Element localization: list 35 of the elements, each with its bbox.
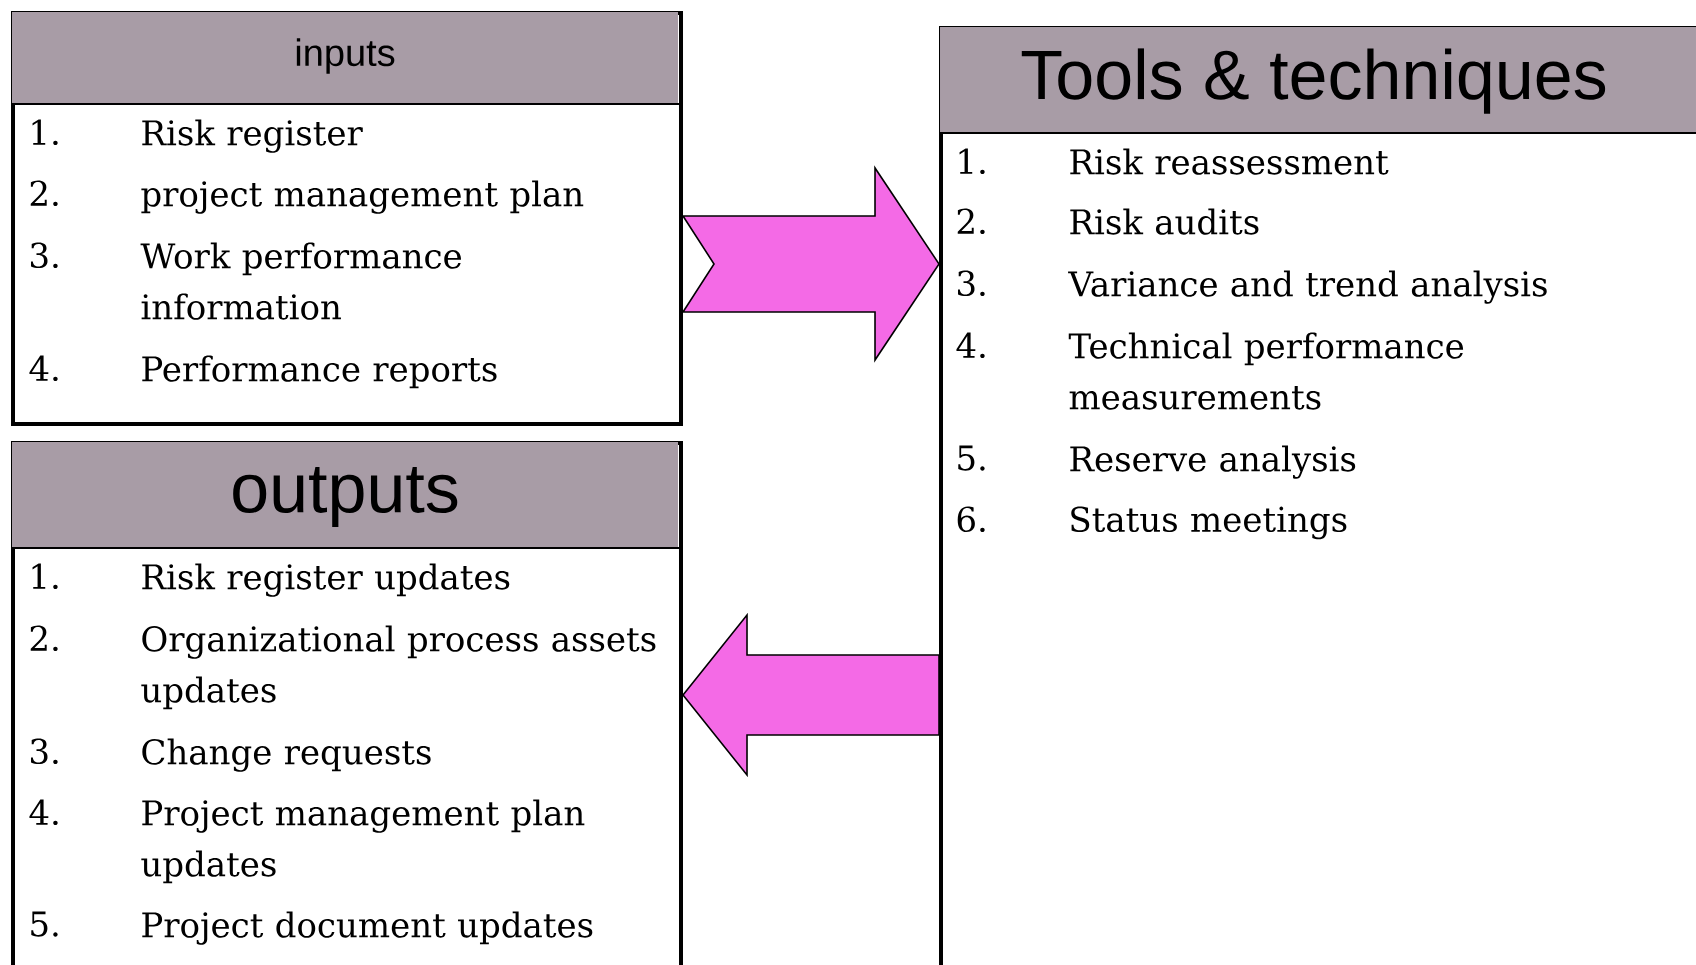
block-arrow [682,612,940,778]
header-band: inputs [10,12,680,105]
list-number: 2. [30,625,58,652]
list-item: Risk register [142,119,363,153]
list-number: 4. [956,332,985,359]
list-number: 4. [29,355,58,382]
list-item: project management plan [141,180,584,214]
list-number: 5. [958,445,985,471]
list-item: Risk audits [1070,208,1259,235]
list-item: Project management plan updates [141,799,585,884]
list-number: 4. [29,799,58,826]
list-item: Status meetings [1071,506,1347,540]
list-number: 2. [30,180,58,207]
list-item: Change requests [142,738,431,772]
list-number: 5. [31,911,58,937]
list-item: Technical performance measurements [1068,332,1464,410]
list-item: Risk register updates [142,563,510,597]
list-number: 6. [957,506,985,533]
list-number: 1. [32,119,58,146]
list-item: Project document updates [142,911,593,945]
list-item: Risk reassessment [1070,148,1389,175]
block-arrow [681,165,940,363]
header-band: Tools & techniques [938,27,1696,134]
list-item: Organizational process assets updates [141,625,656,710]
list-number: 2. [957,208,985,235]
list-item: Variance and trend analysis [1068,270,1547,304]
list-number: 3. [31,738,58,765]
list-number: 3. [31,242,58,269]
list-number: 1. [959,148,985,175]
list-number: 1. [32,563,58,590]
list-number: 3. [958,270,985,297]
list-item: Performance reports [142,355,497,389]
list-item: Reserve analysis [1070,445,1356,479]
list-item: Work performance information [140,242,461,320]
header-band: outputs [10,442,680,549]
